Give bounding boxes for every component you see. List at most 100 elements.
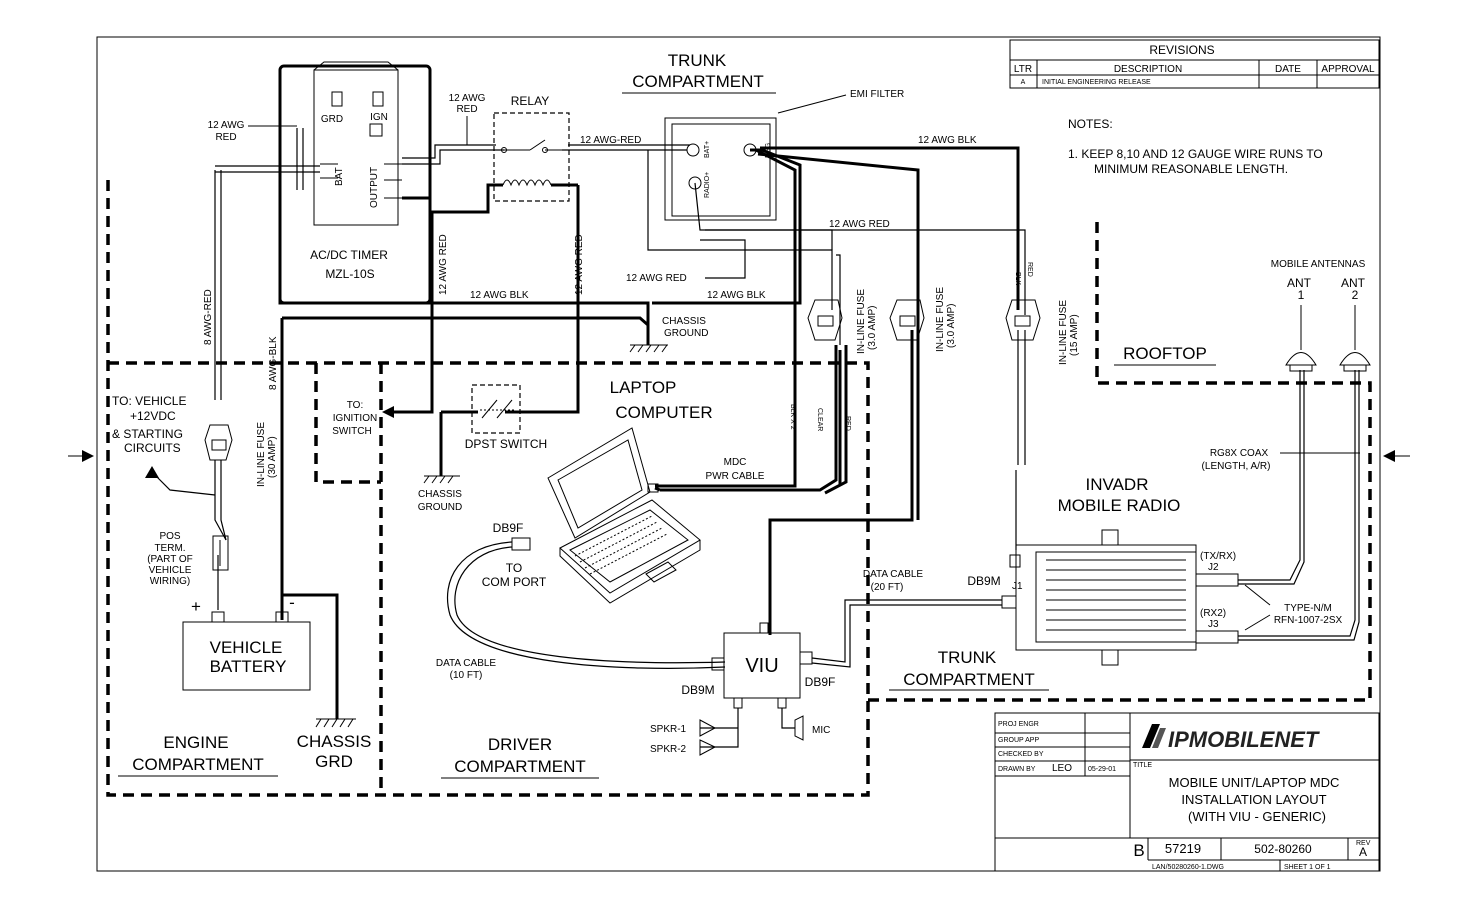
trunk-bottom-zone-border [868,220,1372,702]
fuse30-label-1: IN-LINE FUSE [256,422,267,487]
timer-name-1: AC/DC TIMER [310,248,388,262]
chassis-ground-2-line2: GROUND [418,502,462,513]
tb-sheet: SHEET 1 OF 1 [1284,864,1331,871]
viu-label: VIU [745,655,778,677]
zone-driver-1: DRIVER [488,735,552,754]
awg8-red: 8 AWG-RED [203,289,214,345]
relay: RELAY [493,94,570,202]
tb-code: 57219 [1165,841,1201,856]
pos-term-connector [212,535,229,571]
chassis-ground-1: CHASSIS GROUND [629,316,708,353]
to-ignition-2: IGNITION [333,413,377,424]
timer-grd-label: GRD [321,114,343,125]
left-center-marker-icon [82,450,94,462]
timer-output-label: OUTPUT [369,167,380,208]
fuse30-label-2: (30 AMP) [267,436,278,478]
data-cable-20-1: DATA CABLE [863,569,924,580]
db9m-b: DB9M [967,574,1000,588]
fuse3b-label-1: IN-LINE FUSE [935,287,946,352]
data-cable-10-2: (10 FT) [450,670,483,681]
mdc-pwr-1: MDC [724,457,747,468]
type-nm-2: RFN-1007-2SX [1274,615,1343,626]
viu: VIU [711,622,813,709]
tb-rev: A [1359,845,1367,859]
blk-x2-label: BLK X 2 [789,404,796,430]
tb-title-1: MOBILE UNIT/LAPTOP MDC [1169,775,1340,790]
rev-row-ltr: A [1021,79,1026,86]
note-line-2: MINIMUM REASONABLE LENGTH. [1094,162,1288,176]
j2-connector [1195,573,1239,587]
rev-header-approval: APPROVAL [1321,64,1375,75]
ipmobilenet-logo: IPMOBILENET [1142,724,1320,752]
tb-size: B [1133,841,1144,860]
awg12-red-b-1: 12 AWG [449,93,486,104]
vehicle-battery: + - VEHICLE BATTERY [182,593,311,691]
rev-header-date: DATE [1275,64,1301,75]
emi-radio-label: RADIO+ [704,172,711,198]
j3-connector [1195,630,1239,644]
awg12-red-low: 12 AWG RED [626,273,687,284]
awg12-red-mid: 12 AWG RED [829,219,890,230]
zone-trunk-top-1: TRUNK [668,51,727,70]
tb-row-1-label: GROUP APP [998,737,1039,744]
driver-zone-notch [314,363,381,484]
battery-minus: - [289,593,295,612]
ant1-2: 1 [1298,288,1305,302]
red-label: RED [1026,262,1033,277]
zone-trunk-bottom-2: COMPARTMENT [903,670,1035,689]
pos-term-4: VEHICLE [149,565,192,576]
timer-bat-label: BAT [334,167,345,186]
ignition-arrow-icon [382,406,394,418]
battery-plus: + [191,597,201,616]
chassis-ground-1-line1: CHASSIS [662,316,706,327]
mobile-antennas: MOBILE ANTENNAS [1271,259,1366,270]
emi-filter: BAT+ NEG RADIO+ EMI FILTER [664,89,904,221]
clear-label: CLEAR [816,408,823,431]
speaker-1-icon [699,719,717,737]
to-com-1: TO [506,561,522,575]
rg8x-2: (LENGTH, A/R) [1202,461,1271,472]
emi-bat-label: BAT+ [704,141,711,158]
data-cable-20-2: (20 FT) [871,582,904,593]
rev-row-desc: INITIAL ENGINEERING RELEASE [1042,79,1151,86]
chassis-ground-2-line1: CHASSIS [418,489,462,500]
zone-trunk-bottom-1: TRUNK [938,648,997,667]
antenna-1-icon [1285,305,1317,372]
logo-text: IPMOBILENET [1168,727,1320,752]
to-ignition-3: SWITCH [332,426,371,437]
laptop-label-2: COMPUTER [615,403,712,422]
to-com-2: COM PORT [482,575,547,589]
awg12-red-a-1: 12 AWG [208,120,245,131]
relay-label: RELAY [511,94,549,108]
pos-term-1: POS [159,531,180,542]
awg12-red-a-2: RED [215,132,236,143]
engine-driver-zone-border [106,180,870,797]
laptop-icon [547,427,701,604]
zone-trunk-top-2: COMPARTMENT [632,72,764,91]
j2-label: J2 [1208,562,1219,573]
dpst-switch: DPST SWITCH [465,384,547,451]
fuse3a-label-2: (3.0 AMP) [867,306,878,350]
title-block: PROJ ENGR GROUP APP CHECKED BY DRAWN BY … [994,712,1380,872]
tb-dwg-no: 502-80260 [1254,842,1312,856]
awg8-blk: 8 AWG-BLK [268,336,279,390]
tb-row-2-label: CHECKED BY [998,751,1044,758]
zone-engine-2: COMPARTMENT [132,755,264,774]
tb-row-3-date: 05-29-01 [1088,766,1116,773]
notes-title: NOTES: [1068,117,1113,131]
db9f-b: DB9F [805,675,836,689]
fuse-30amp: IN-LINE FUSE (30 AMP) [204,422,278,487]
rx2-label: (RX2) [1200,608,1226,619]
to-ignition-1: TO: [347,400,363,411]
pos-term-3: (PART OF [147,554,193,565]
pos-term-2: TERM. [154,543,185,554]
battery-label-2: BATTERY [210,657,287,676]
zone-rooftop: ROOFTOP [1123,344,1207,363]
zone-driver-2: COMPARTMENT [454,757,586,776]
pos-term-5: WIRING) [150,576,191,587]
rg8x-1: RG8X COAX [1210,448,1269,459]
fuse15-label-1: IN-LINE FUSE [1058,300,1069,365]
invadr-radio [1001,529,1197,666]
chassis-ground-2: CHASSIS GROUND [418,410,478,513]
